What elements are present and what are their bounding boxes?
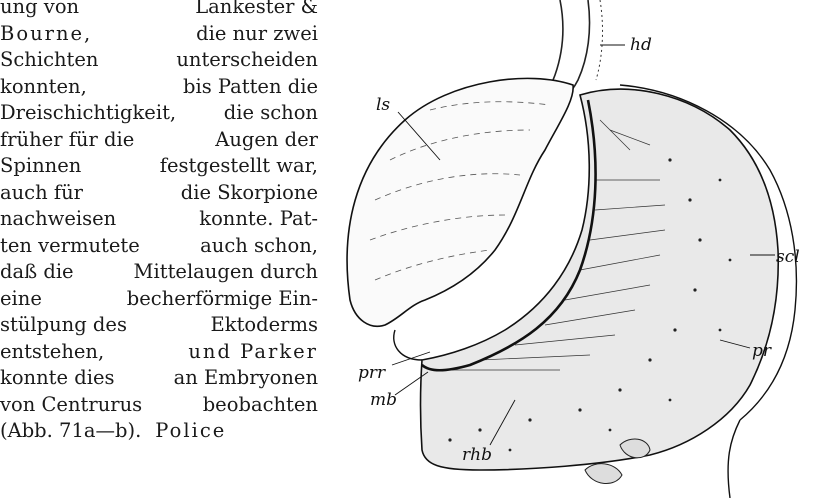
hypodermis-line bbox=[596, 0, 603, 80]
text-segment: daß die bbox=[0, 259, 74, 286]
text-segment: Mittelaugen durch bbox=[134, 259, 318, 286]
text-segment: auch für bbox=[0, 180, 83, 207]
text-segment: von Centrurus bbox=[0, 392, 142, 419]
label-pr: pr bbox=[752, 341, 772, 361]
text-segment: Spinnen bbox=[0, 153, 81, 180]
text-segment: Lankester & bbox=[195, 0, 318, 21]
text-line: entstehen, und Parker bbox=[0, 339, 318, 366]
body-text-column: ung von Lankester & Bourne, die nur zwei S… bbox=[0, 0, 318, 445]
text-line: von Centrurus beobachten bbox=[0, 392, 318, 419]
text-segment: (Abb. 71a—b). bbox=[0, 418, 141, 445]
text-segment: auch schon, bbox=[200, 233, 318, 260]
text-segment: festgestellt war, bbox=[160, 153, 318, 180]
text-line: Bourne, die nur zwei bbox=[0, 21, 318, 48]
text-segment: an Embryonen bbox=[174, 365, 318, 392]
text-line: konnte dies an Embryonen bbox=[0, 365, 318, 392]
text-segment: konnte. Pat- bbox=[199, 206, 318, 233]
text-segment: Bourne, bbox=[0, 21, 92, 48]
sclera-line bbox=[394, 330, 422, 360]
text-line: daß die Mittelaugen durch bbox=[0, 259, 318, 286]
text-segment: ten vermutete bbox=[0, 233, 140, 260]
text-segment: die nur zwei bbox=[196, 21, 318, 48]
text-segment: bis Patten die bbox=[183, 74, 318, 101]
label-hd: hd bbox=[630, 35, 652, 55]
label-scl: scl bbox=[776, 247, 800, 267]
eye-section-figure: hd ls scl pr prr mb rhb bbox=[330, 0, 813, 498]
text-line: (Abb. 71a—b). Police bbox=[0, 418, 318, 445]
text-segment: konnten, bbox=[0, 74, 87, 101]
text-segment: früher für die bbox=[0, 127, 134, 154]
text-line: nachweisen konnte. Pat- bbox=[0, 206, 318, 233]
text-segment: eine bbox=[0, 286, 42, 313]
text-segment: Ektoderms bbox=[211, 312, 318, 339]
text-segment: stülpung des bbox=[0, 312, 127, 339]
sclera-line bbox=[728, 420, 740, 498]
text-segment: konnte dies bbox=[0, 365, 115, 392]
text-segment: die schon bbox=[224, 100, 318, 127]
text-segment: becherförmige Ein- bbox=[127, 286, 318, 313]
label-mb: mb bbox=[370, 390, 397, 410]
label-prr: prr bbox=[358, 363, 386, 383]
label-rhb: rhb bbox=[462, 445, 492, 465]
text-line: Schichten unterscheiden bbox=[0, 47, 318, 74]
text-segment: ung von bbox=[0, 0, 79, 21]
text-line: auch für die Skorpione bbox=[0, 180, 318, 207]
text-segment: Schichten bbox=[0, 47, 99, 74]
text-segment: und Parker bbox=[188, 339, 318, 366]
text-segment: unterscheiden bbox=[176, 47, 318, 74]
text-line: ung von Lankester & bbox=[0, 0, 318, 21]
text-line: stülpung des Ektoderms bbox=[0, 312, 318, 339]
text-segment: Police bbox=[155, 418, 226, 445]
label-ls: ls bbox=[376, 95, 390, 115]
text-line: früher für die Augen der bbox=[0, 127, 318, 154]
text-segment: die Skorpione bbox=[181, 180, 318, 207]
cell-cluster bbox=[585, 464, 622, 484]
text-line: ten vermutete auch schon, bbox=[0, 233, 318, 260]
text-line: Dreischichtigkeit, die schon bbox=[0, 100, 318, 127]
lens bbox=[347, 78, 573, 326]
text-segment: beobachten bbox=[203, 392, 318, 419]
text-line: Spinnen festgestellt war, bbox=[0, 153, 318, 180]
text-segment: Dreischichtigkeit, bbox=[0, 100, 176, 127]
text-segment: Augen der bbox=[215, 127, 318, 154]
text-segment: entstehen, bbox=[0, 339, 104, 366]
text-segment: nachweisen bbox=[0, 206, 116, 233]
text-line: eine becherförmige Ein- bbox=[0, 286, 318, 313]
text-line: konnten, bis Patten die bbox=[0, 74, 318, 101]
